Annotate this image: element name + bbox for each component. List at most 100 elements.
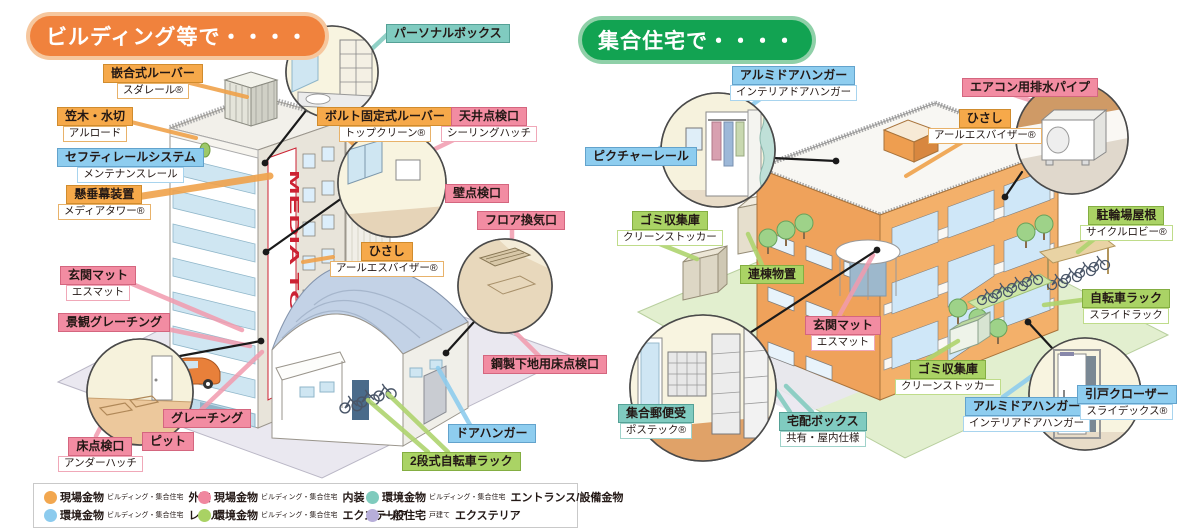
legend-brand: 現場金物 (214, 492, 258, 504)
callout-title: 懸垂幕装置 (66, 185, 143, 204)
callout-subtitle: アールエスバイザー® (330, 261, 444, 277)
callout-subtitle: スライドラック (1083, 308, 1169, 324)
callout-title: 集合郵便受 (618, 404, 695, 423)
legend-item-kankyo-exterior: 環境金物 ビルディング・集合住宅 エクステリア (198, 507, 408, 523)
callout-title: ひさし (958, 109, 1011, 128)
legend-brand: 環境金物 (382, 492, 426, 504)
callout-garbage-storage-1: ゴミ収集庫 クリーンストッカー (617, 211, 723, 246)
callout-title: ゴミ収集庫 (909, 360, 986, 379)
pointer-dots (257, 157, 1032, 357)
legend-scope: 戸建て (429, 512, 450, 519)
callout-coping-flashing: 笠木・水切 アルロード (57, 107, 134, 142)
callout-title: アルミドアハンガー (964, 397, 1089, 416)
room-door (151, 355, 173, 401)
callout-landscape-grating: 景観グレーチング (58, 313, 171, 332)
mailbox-grid (667, 351, 707, 397)
callout-subtitle: シーリングハッチ (441, 126, 537, 142)
callout-title: 嵌合式ルーバー (103, 64, 203, 83)
callout-banner-device: 懸垂幕装置 メディアタワー® (58, 185, 151, 220)
legend-scope: ビルディング・集合住宅 (261, 494, 338, 501)
callout-mailboxes: 集合郵便受 ポステック® (618, 404, 695, 439)
callout-subtitle: スダレール® (116, 83, 190, 99)
callout-title: ひさし (360, 242, 413, 261)
legend-dot-teal (366, 490, 379, 504)
callout-title: 鋼製下地用床点検口 (483, 355, 608, 374)
callout-subtitle: サイクルロビー® (1080, 225, 1173, 241)
legend-brand: 環境金物 (214, 510, 258, 522)
callout-title: 床点検口 (68, 437, 133, 456)
callout-subtitle: エスマット (810, 335, 876, 351)
legend-dot-green (198, 508, 211, 522)
wall-hatch (395, 159, 421, 181)
rooftop-louver (223, 71, 279, 127)
callout-title: 壁点検口 (445, 184, 510, 203)
callout-steel-floor-hatch: 鋼製下地用床点検口 (483, 355, 608, 374)
callout-door-hanger: ドアハンガー (448, 424, 536, 443)
callout-title: 2段式自転車ラック (402, 452, 521, 471)
callout-wall-hatch: 壁点検口 (445, 184, 510, 203)
legend-item-kankyo-rail: 環境金物 ビルディング・集合住宅 レール (44, 507, 222, 523)
legend-category: 内装 (342, 492, 365, 504)
delivery-lockers (711, 327, 769, 439)
callout-sliding-door-closer: 引戸クローザー スライデックス® (1077, 385, 1177, 420)
callout-title: 自転車ラック (1082, 289, 1171, 308)
callout-subtitle: ポステック® (619, 423, 693, 439)
callout-interlocking-louver: 嵌合式ルーバー スダレール® (103, 64, 203, 99)
inset-wall-hatch-room (337, 128, 447, 238)
door-closer-device (1060, 352, 1074, 356)
callout-title: アルミドアハンガー (731, 66, 856, 85)
legend-dot-lavender (366, 508, 379, 522)
callout-safety-rail-system: セフティレールシステム メンテナンスレール (57, 148, 204, 183)
callout-title: セフティレールシステム (57, 148, 204, 167)
callout-title: フロア換気口 (477, 211, 566, 230)
legend-brand: 環境金物 (60, 510, 104, 522)
callout-ceiling-hatch: 天井点検口 シーリングハッチ (441, 107, 537, 142)
callout-delivery-box: 宅配ボックス 共有・屋内仕様 (779, 412, 867, 447)
annex-canopy (275, 351, 346, 381)
callout-subtitle: アルロード (62, 126, 128, 142)
callout-title: ドアハンガー (448, 424, 536, 443)
callout-alumi-door-hanger-1: アルミドアハンガー インテリアドアハンガー (730, 66, 858, 101)
callout-subtitle: エスマット (65, 285, 131, 301)
ac-outdoor-unit (1040, 108, 1108, 166)
callout-subtitle: アールエスバイザー® (928, 128, 1042, 144)
callout-eaves-left: ひさし アールエスバイザー® (330, 242, 444, 277)
inset-ac-unit (1015, 81, 1129, 195)
callout-bike-rack: 自転車ラック スライドラック (1082, 289, 1171, 324)
callout-subtitle: 共有・屋内仕様 (780, 431, 866, 447)
callout-bike-shelter-roof: 駐輪場屋根 サイクルロビー® (1080, 206, 1173, 241)
callout-floor-vent: フロア換気口 (477, 211, 566, 230)
callout-garbage-storage-2: ゴミ収集庫 クリーンストッカー (895, 360, 1001, 395)
legend-scope: ビルディング・集合住宅 (261, 512, 338, 519)
callout-picture-rail: ピクチャーレール (585, 147, 697, 166)
legend-category: エクステリア (455, 510, 521, 522)
callout-title: エアコン用排水パイプ (962, 78, 1099, 97)
callout-title: 宅配ボックス (779, 412, 867, 431)
callout-title: 笠木・水切 (57, 107, 134, 126)
callout-title: ボルト固定式ルーバー (317, 107, 453, 126)
callout-floor-hatch: 床点検口 アンダーハッチ (58, 437, 143, 472)
callout-title: 玄関マット (60, 266, 137, 285)
callout-entrance-mat-right: 玄関マット エスマット (805, 316, 882, 351)
callout-alumi-door-hanger-2: アルミドアハンガー インテリアドアハンガー (963, 397, 1091, 432)
legend-scope: ビルディング・集合住宅 (429, 494, 506, 501)
legend-dot-pink (198, 490, 211, 504)
callout-title: 天井点検口 (450, 107, 527, 126)
floor-hatch-1 (98, 402, 134, 416)
callout-title: パーソナルボックス (386, 24, 510, 43)
legend-item-genba-gaisou: 現場金物 ビルディング・集合住宅 外装 (44, 489, 211, 505)
floor-hatch-2 (128, 395, 160, 408)
callout-title: グレーチング (163, 409, 252, 428)
callout-title: 玄関マット (805, 316, 882, 335)
callout-personal-box: パーソナルボックス (386, 24, 510, 43)
callout-row-shed: 連棟物置 (740, 265, 805, 284)
section-title-buildings: ビルディング等で・・・・ (30, 16, 325, 56)
callout-subtitle: メディアタワー® (58, 204, 151, 220)
legend: 現場金物 ビルディング・集合住宅 外装 現場金物 ビルディング・集合住宅 内装 … (33, 483, 623, 528)
callout-grating: グレーチング (163, 409, 252, 428)
inset-floor-vent (457, 238, 553, 334)
callout-subtitle: インテリアドアハンガー (730, 85, 858, 101)
annex-building (271, 264, 469, 447)
